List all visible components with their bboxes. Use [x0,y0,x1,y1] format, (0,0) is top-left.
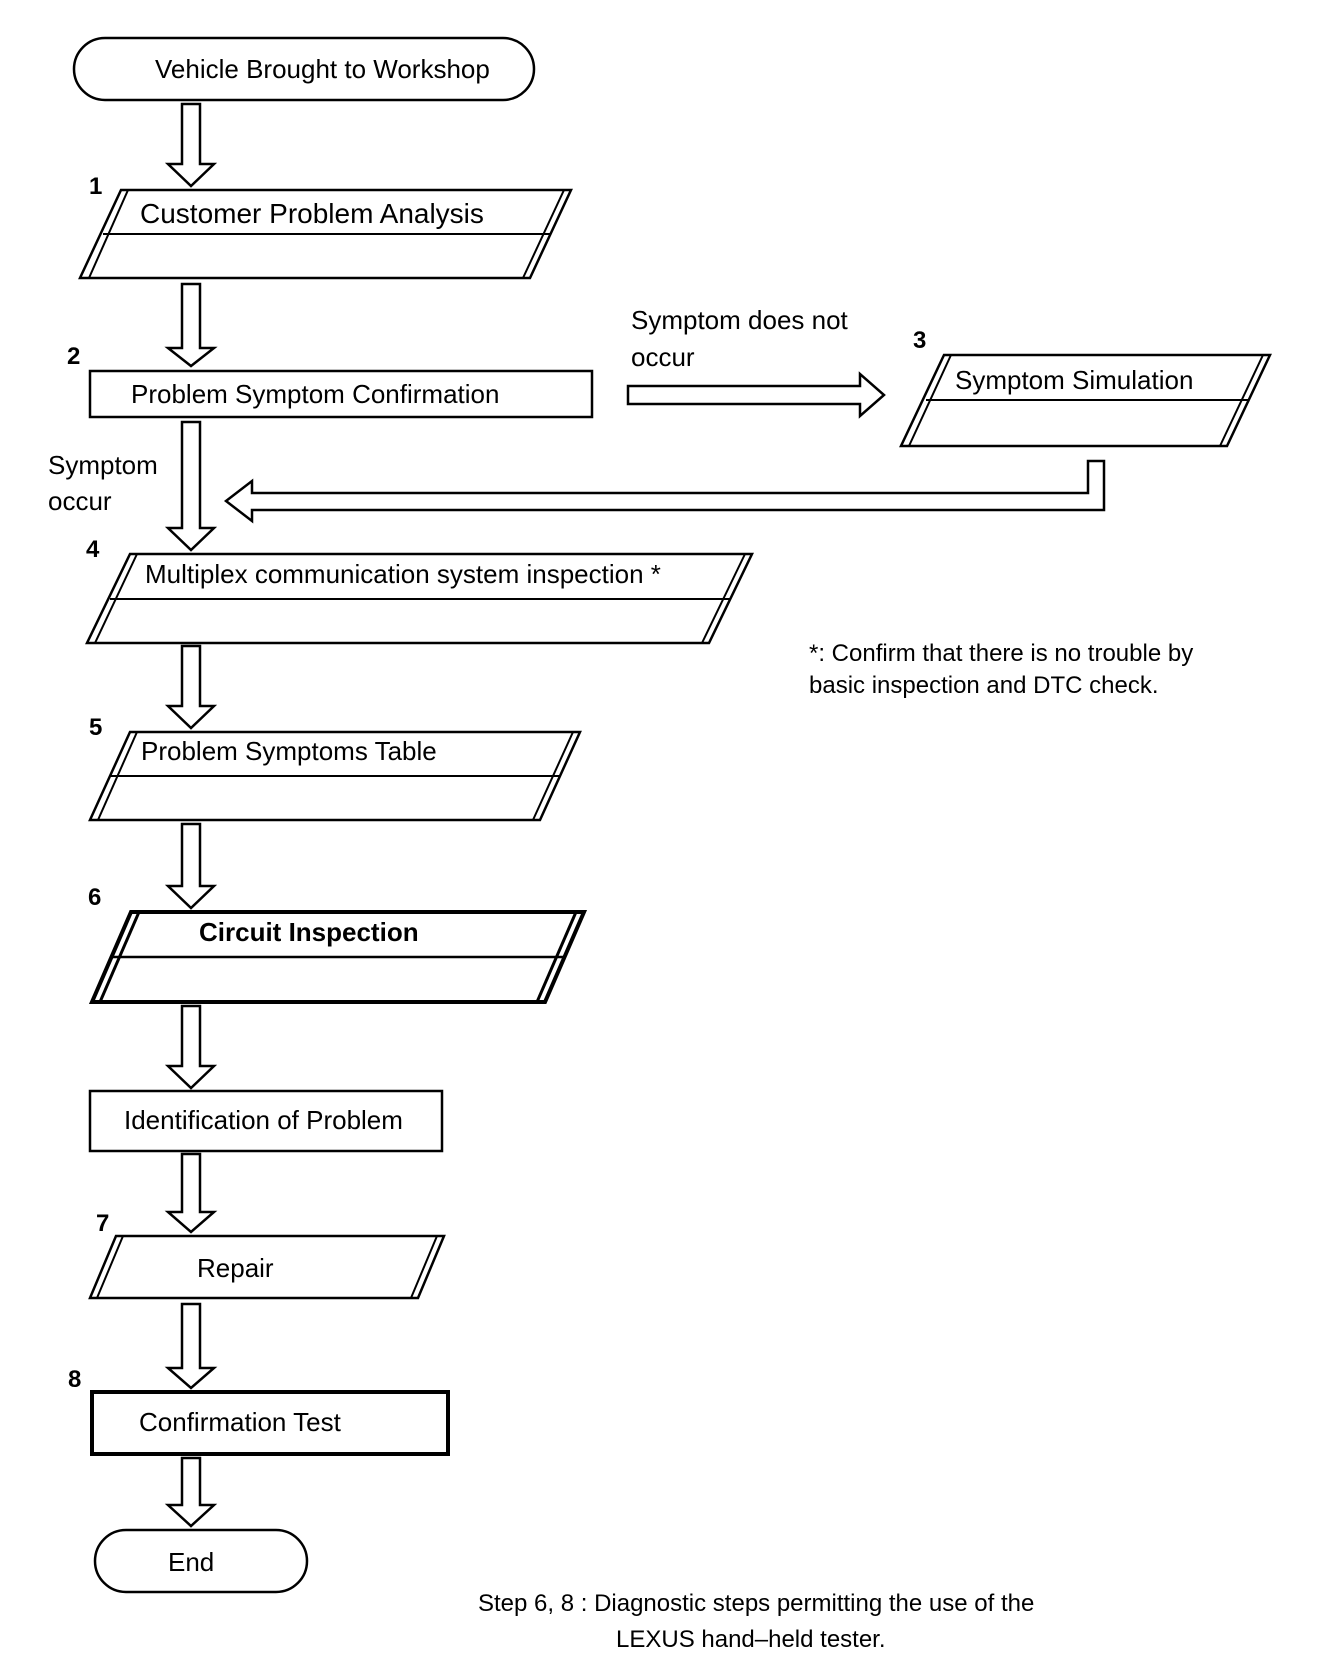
arrow-7-to-8 [164,1302,218,1390]
identification-box [88,1089,444,1153]
step-6-number: 6 [88,884,102,911]
step-8-box [90,1390,450,1456]
step-4-box [85,552,754,645]
step-1-label: Customer Problem Analysis [140,198,484,229]
step-3-box [899,353,1272,448]
end-label: End [168,1547,215,1577]
step-3-label: Symptom Simulation [955,365,1194,395]
step-7-inner-line-right [410,1235,438,1299]
step-1-box [78,188,573,280]
step-6-box [88,910,588,1004]
start-terminal [72,36,536,102]
step-7-box [88,1234,446,1300]
step-4-number: 4 [86,536,100,563]
step-5-label: Problem Symptoms Table [141,736,437,766]
branch-not-occur-line1: Symptom does not [631,305,848,335]
step-7-label: Repair [197,1253,274,1283]
asterisk-note-line2: basic inspection and DTC check. [809,672,1159,699]
step-5-number: 5 [89,714,103,741]
footer-note-line1: Step 6, 8 : Diagnostic steps permitting … [478,1590,1035,1617]
arrow-identification-to-7 [164,1152,218,1234]
step-3-number: 3 [913,327,927,354]
step-7-number: 7 [96,1210,110,1237]
arrow-3-return-to-4 [223,459,1106,524]
step-8-label: Confirmation Test [139,1407,341,1437]
step-5-box [88,730,582,822]
identification-label: Identification of Problem [124,1105,403,1135]
step-2-box [88,369,594,419]
arrow-8-to-end [164,1456,218,1528]
branch-occur-line1: Symptom [48,450,158,480]
step-6-label: Circuit Inspection [199,917,419,947]
arrow-2-to-3 [626,371,886,419]
arrow-start-to-1 [164,102,218,188]
start-label: Vehicle Brought to Workshop [155,54,490,84]
step-7-inner-line [96,1235,124,1299]
arrow-5-to-6 [164,822,218,910]
step-1-number: 1 [89,173,103,200]
step-2-number: 2 [67,343,81,370]
footer-note-line2: LEXUS hand–held tester. [616,1626,886,1653]
step-2-label: Problem Symptom Confirmation [131,379,500,409]
arrow-6-to-identification [164,1004,218,1090]
branch-not-occur-line2: occur [631,342,695,372]
branch-occur-line2: occur [48,486,112,516]
asterisk-note-line1: *: Confirm that there is no trouble by [809,640,1194,667]
arrow-4-to-5 [164,644,218,730]
end-terminal [93,1528,309,1594]
arrow-1-to-2 [164,282,218,368]
step-4-label: Multiplex communication system inspectio… [145,559,661,589]
step-8-number: 8 [68,1366,82,1393]
arrow-2-to-4 [164,420,218,552]
